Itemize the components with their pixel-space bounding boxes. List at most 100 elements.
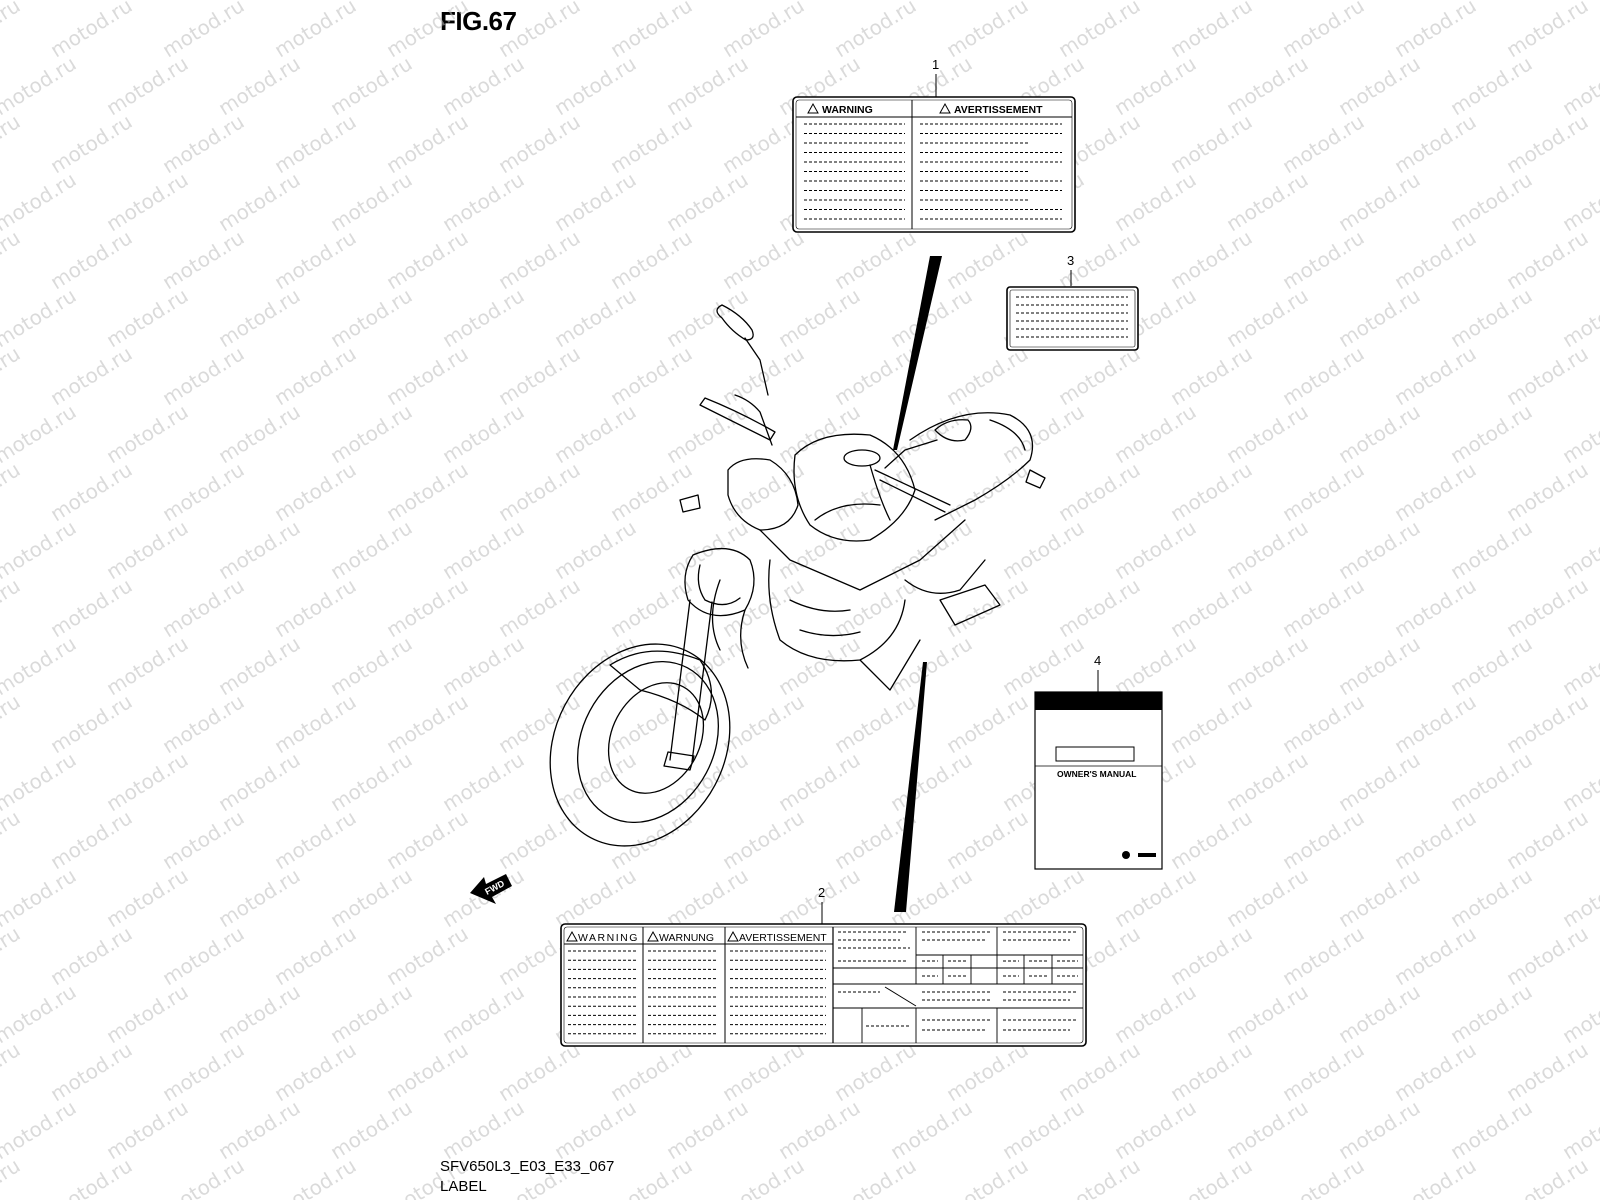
watermark-text: motod.ru — [438, 747, 529, 816]
watermark-text: motod.ru — [830, 689, 921, 758]
watermark-text: motod.ru — [0, 921, 24, 990]
watermark-text: motod.ru — [774, 631, 865, 700]
figure-title: FIG.67 — [440, 6, 517, 36]
watermark-text: motod.ru — [46, 457, 137, 526]
watermark-text: motod.ru — [1278, 921, 1369, 990]
watermark-text: motod.ru — [1054, 573, 1145, 642]
watermark-text: motod.ru — [1222, 515, 1313, 584]
watermark-text: motod.ru — [438, 399, 529, 468]
watermark-text: motod.ru — [214, 399, 305, 468]
watermark-text: motod.ru — [1166, 109, 1257, 178]
watermark-text: motod.ru — [942, 0, 1033, 62]
watermark-text: motod.ru — [662, 167, 753, 236]
watermark-text: motod.ru — [438, 515, 529, 584]
watermark-text: motod.ru — [214, 515, 305, 584]
watermark-text: motod.ru — [718, 689, 809, 758]
watermark-text: motod.ru — [46, 109, 137, 178]
watermark-text: motod.ru — [606, 0, 697, 62]
watermark-text: motod.ru — [158, 1153, 249, 1200]
watermark-text: motod.ru — [886, 631, 977, 700]
watermark-text: motod.ru — [1110, 979, 1201, 1048]
watermark-text: motod.ru — [1334, 283, 1425, 352]
watermark-text: motod.ru — [326, 979, 417, 1048]
watermark-text: motod.ru — [270, 1153, 361, 1200]
watermark-text: motod.ru — [1502, 109, 1593, 178]
watermark-text: motod.ru — [102, 747, 193, 816]
figure-caption: LABEL — [440, 1178, 487, 1195]
watermark-text: motod.ru — [438, 283, 529, 352]
watermark-text: motod.ru — [1334, 167, 1425, 236]
watermark-text: motod.ru — [550, 515, 641, 584]
watermark-text: motod.ru — [270, 225, 361, 294]
watermark-text: motod.ru — [214, 747, 305, 816]
watermark-text: motod.ru — [1278, 1037, 1369, 1106]
callout-2: 2 — [818, 885, 825, 900]
watermark-text: motod.ru — [1278, 341, 1369, 410]
watermark-text: motod.ru — [886, 747, 977, 816]
watermark-text: motod.ru — [158, 457, 249, 526]
watermark-text: motod.ru — [1054, 341, 1145, 410]
watermark-text: motod.ru — [46, 0, 137, 62]
watermark-text: motod.ru — [606, 341, 697, 410]
motorcycle-drawing — [549, 304, 1046, 847]
watermark-text: motod.ru — [998, 631, 1089, 700]
watermark-text: motod.ru — [1110, 515, 1201, 584]
watermark-text: motod.ru — [942, 341, 1033, 410]
watermark-text: motod.ru — [718, 805, 809, 874]
watermark-text: motod.ru — [0, 689, 24, 758]
watermark-text: motod.ru — [1502, 921, 1593, 990]
watermark-text: motod.ru — [270, 921, 361, 990]
watermark-text: motod.ru — [438, 167, 529, 236]
watermark-text: motod.ru — [270, 573, 361, 642]
watermark-text: motod.ru — [0, 109, 24, 178]
watermark-text: motod.ru — [1222, 1095, 1313, 1164]
watermark-text: motod.ru — [1334, 399, 1425, 468]
watermark-text: motod.ru — [718, 573, 809, 642]
watermark-text: motod.ru — [1334, 979, 1425, 1048]
watermark-text: motod.ru — [1278, 225, 1369, 294]
watermark-text: motod.ru — [1390, 689, 1481, 758]
watermark-text: motod.ru — [1110, 863, 1201, 932]
watermark-text: motod.ru — [1334, 631, 1425, 700]
watermark-text: motod.ru — [1054, 457, 1145, 526]
watermark-text: motod.ru — [718, 0, 809, 62]
watermark-text: motod.ru — [1110, 51, 1201, 120]
watermark-text: motod.ru — [102, 51, 193, 120]
watermark-text: motod.ru — [718, 1153, 809, 1200]
watermark-text: motod.ru — [1390, 1153, 1481, 1200]
watermark-text: motod.ru — [606, 109, 697, 178]
watermark-text: motod.ru — [214, 51, 305, 120]
watermark-text: motod.ru — [102, 631, 193, 700]
watermark-text: motod.ru — [774, 747, 865, 816]
watermark-text: motod.ru — [998, 1095, 1089, 1164]
watermark-text: motod.ru — [1054, 1153, 1145, 1200]
watermark-text: motod.ru — [942, 573, 1033, 642]
warning-triangle-icon — [647, 930, 659, 942]
watermark-text: motod.ru — [1110, 631, 1201, 700]
watermark-text: motod.ru — [1166, 1153, 1257, 1200]
watermark-text: motod.ru — [1446, 979, 1537, 1048]
label-2-header-warnung: WARNUNG — [659, 932, 714, 944]
watermark-text: motod.ru — [1446, 747, 1537, 816]
watermark-text: motod.ru — [1502, 1037, 1593, 1106]
watermark-text: motod.ru — [46, 805, 137, 874]
watermark-text: motod.ru — [606, 457, 697, 526]
watermark-text: motod.ru — [214, 979, 305, 1048]
watermark-text: motod.ru — [1222, 167, 1313, 236]
watermark-text: motod.ru — [0, 805, 24, 874]
watermark-text: motod.ru — [102, 167, 193, 236]
watermark-text: motod.ru — [662, 283, 753, 352]
watermark-text: motod.ru — [662, 399, 753, 468]
watermark-text: motod.ru — [438, 51, 529, 120]
watermark-text: motod.ru — [382, 1037, 473, 1106]
watermark-text: motod.ru — [326, 51, 417, 120]
watermark-text: motod.ru — [718, 225, 809, 294]
watermark-text: motod.ru — [1222, 399, 1313, 468]
watermark-text: motod.ru — [46, 921, 137, 990]
watermark-text: motod.ru — [1110, 1095, 1201, 1164]
watermark-text: motod.ru — [1502, 457, 1593, 526]
watermark-text: motod.ru — [1334, 863, 1425, 932]
watermark-text: motod.ru — [494, 457, 585, 526]
watermark-text: motod.ru — [942, 1153, 1033, 1200]
forward-arrow-icon: FWD — [470, 874, 512, 904]
